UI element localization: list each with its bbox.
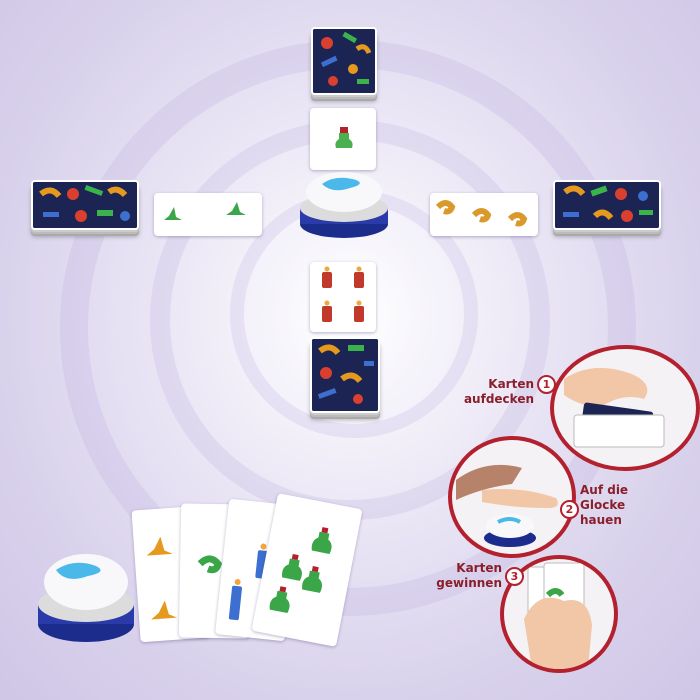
top-face-card[interactable] [310,108,376,170]
salamander-icon [435,200,528,227]
bottom-draw-pile[interactable] [310,337,380,413]
step-2-illustration [448,436,576,558]
step-2-number: 2 [560,500,579,519]
step-1-illustration [550,345,700,471]
card-back-pattern [33,182,137,228]
candle-icon [322,266,364,322]
salamander-icon [197,555,222,574]
card-back-pattern [312,339,378,411]
hand-bell-icon [38,554,134,642]
hand-flip-card-icon [564,367,665,448]
card-back-pattern [555,182,659,228]
right-draw-pile[interactable] [553,180,661,230]
left-draw-pile[interactable] [31,180,139,230]
step-1-label: Karten aufdecken [463,377,534,406]
hand-card[interactable] [251,493,363,647]
witch-hat-icon [146,536,178,620]
card-back-pattern [313,29,375,93]
bottom-face-card[interactable] [310,262,376,332]
hand-take-cards-icon [524,562,592,669]
step-3-number: 3 [505,567,524,586]
hand-bell-icon [300,172,388,238]
witch-hat-icon [164,202,246,220]
potion-icon [269,527,332,614]
step-3-illustration [500,555,618,673]
step-1-number: 1 [537,375,556,394]
potion-icon [335,127,353,148]
hand-card[interactable] [131,505,211,643]
right-face-card[interactable] [430,193,538,236]
center-bell[interactable] [298,168,390,240]
hand-slap-bell-icon [456,464,558,547]
step-2-label: Auf die Glocke hauen [580,483,629,527]
step-3-label: Karten gewinnen [436,561,502,590]
player-bell[interactable] [36,548,136,644]
left-face-card[interactable] [154,193,262,236]
hand-card[interactable] [178,503,252,639]
top-draw-pile[interactable] [311,27,377,95]
